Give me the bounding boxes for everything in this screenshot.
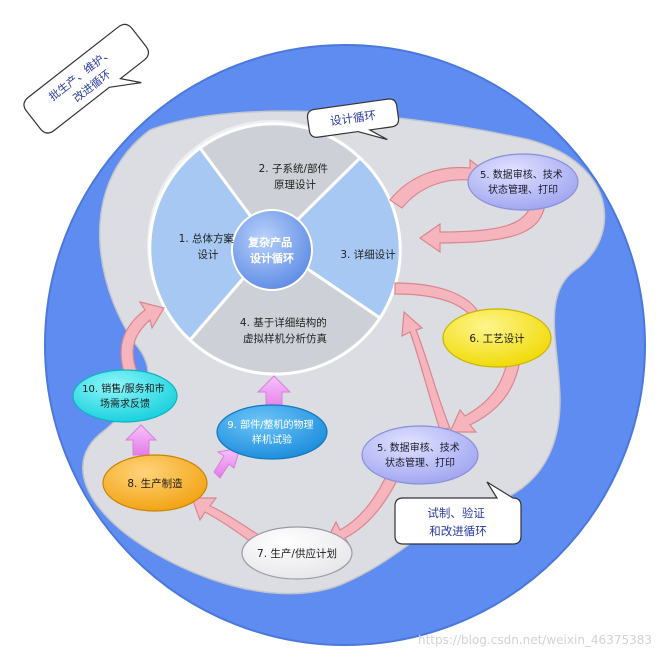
node-review-bottom: 5. 数据审核、技术 状态管理、打印 xyxy=(361,425,479,485)
segment-left xyxy=(148,145,274,343)
segment-top xyxy=(197,122,363,248)
arrow-review-top-to-hub xyxy=(418,202,546,254)
hub-center-label: 复杂产品 设计循环 xyxy=(247,235,296,265)
up-arrow-manufacture-to-prototype xyxy=(213,447,241,479)
hub-segment-3-label: 3. 详细设计 xyxy=(340,248,396,261)
svg-text:试制、验证 和改进循环: 试制、验证 和改进循环 xyxy=(427,506,488,538)
hub-center xyxy=(231,209,313,291)
svg-text:6. 工艺设计: 6. 工艺设计 xyxy=(469,332,525,345)
design-hub-segments xyxy=(148,122,402,376)
svg-text:5. 数据审核、技术 状态管理、打印: 5. 数据审核、技术 状态管理、打印 xyxy=(377,441,463,469)
arrow-review-bottom-to-hub xyxy=(401,310,451,431)
node-production-plan: 7. 生产/供应计划 xyxy=(241,526,353,580)
hub-segment-4-label: 4. 基于详细结构的 虚拟样机分析仿真 xyxy=(240,316,330,345)
callout-trial-cycle: 试制、验证 和改进循环 xyxy=(394,481,522,545)
svg-text:5. 数据审核、技术 状态管理、打印: 5. 数据审核、技术 状态管理、打印 xyxy=(480,168,566,196)
segment-bottom xyxy=(187,243,383,376)
arrow-feedback-to-hub xyxy=(120,301,165,376)
svg-text:设计循环: 设计循环 xyxy=(329,108,377,128)
svg-text:10. 销售/服务和市 场需求反馈: 10. 销售/服务和市 场需求反馈 xyxy=(82,382,168,410)
svg-text:9. 部件/整机的物理 样机试验: 9. 部件/整机的物理 样机试验 xyxy=(227,418,316,446)
node-market-feedback: 10. 销售/服务和市 场需求反馈 xyxy=(72,369,178,423)
hub-segment-2-label: 2. 子系统/部件 原理设计 xyxy=(259,162,332,191)
hub-segment-1-label: 1. 总体方案 设计 xyxy=(179,232,238,261)
node-process-design: 6. 工艺设计 xyxy=(442,308,552,368)
svg-text:7. 生产/供应计划: 7. 生产/供应计划 xyxy=(257,547,337,560)
node-review-top: 5. 数据审核、技术 状态管理、打印 xyxy=(467,153,579,211)
arrow-plan-to-manufacture xyxy=(191,497,263,546)
up-arrow-manufacture-to-feedback xyxy=(124,424,158,456)
svg-text:8. 生产制造: 8. 生产制造 xyxy=(127,477,183,490)
up-arrows xyxy=(124,375,292,479)
callout-design-cycle: 设计循环 xyxy=(306,98,400,141)
node-manufacturing: 8. 生产制造 xyxy=(102,454,208,512)
watermark: https://blog.csdn.net/weixin_46375383 xyxy=(418,633,652,647)
node-physical-prototype: 9. 部件/整机的物理 样机试验 xyxy=(216,404,328,460)
segment-right xyxy=(269,155,402,321)
